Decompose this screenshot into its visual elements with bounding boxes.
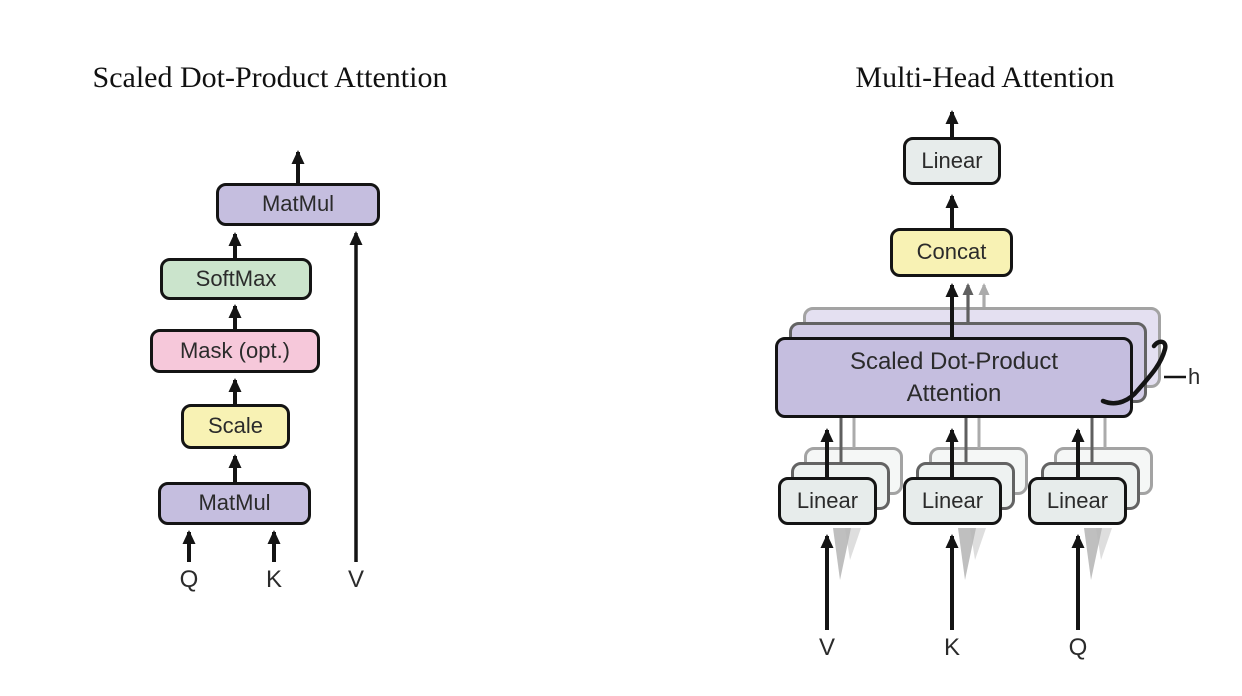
attention-box-line1: Scaled Dot-Product bbox=[849, 348, 1059, 376]
multi-head-title: Multi-Head Attention bbox=[855, 61, 1115, 94]
linear-k-box: Linear bbox=[903, 477, 1002, 525]
mask-box: Mask (opt.) bbox=[150, 329, 320, 373]
matmul-input-box: MatMul bbox=[158, 482, 311, 525]
matmul-output-box: MatMul bbox=[216, 183, 380, 226]
concat-box: Concat bbox=[890, 228, 1013, 277]
linear-output-box: Linear bbox=[903, 137, 1001, 185]
scaled-dot-product-title: Scaled Dot-Product Attention bbox=[92, 61, 448, 94]
linear-v-box: Linear bbox=[778, 477, 877, 525]
num-heads-label: h bbox=[1188, 364, 1201, 389]
scale-box: Scale bbox=[181, 404, 290, 449]
attention-box-line2: Attention bbox=[906, 379, 1002, 407]
softmax-box: SoftMax bbox=[160, 258, 312, 300]
scaled-dot-product-attention-box: Scaled Dot-Product Attention bbox=[775, 337, 1133, 418]
q-input-label-right: Q bbox=[1068, 634, 1088, 661]
v-input-label-right: V bbox=[818, 634, 835, 661]
linear-q-box: Linear bbox=[1028, 477, 1127, 525]
input-shadow-wedges bbox=[833, 528, 1112, 580]
k-input-label: K bbox=[265, 566, 282, 593]
v-input-label: V bbox=[347, 566, 364, 593]
q-input-label: Q bbox=[179, 566, 199, 593]
k-input-label-right: K bbox=[943, 634, 960, 661]
